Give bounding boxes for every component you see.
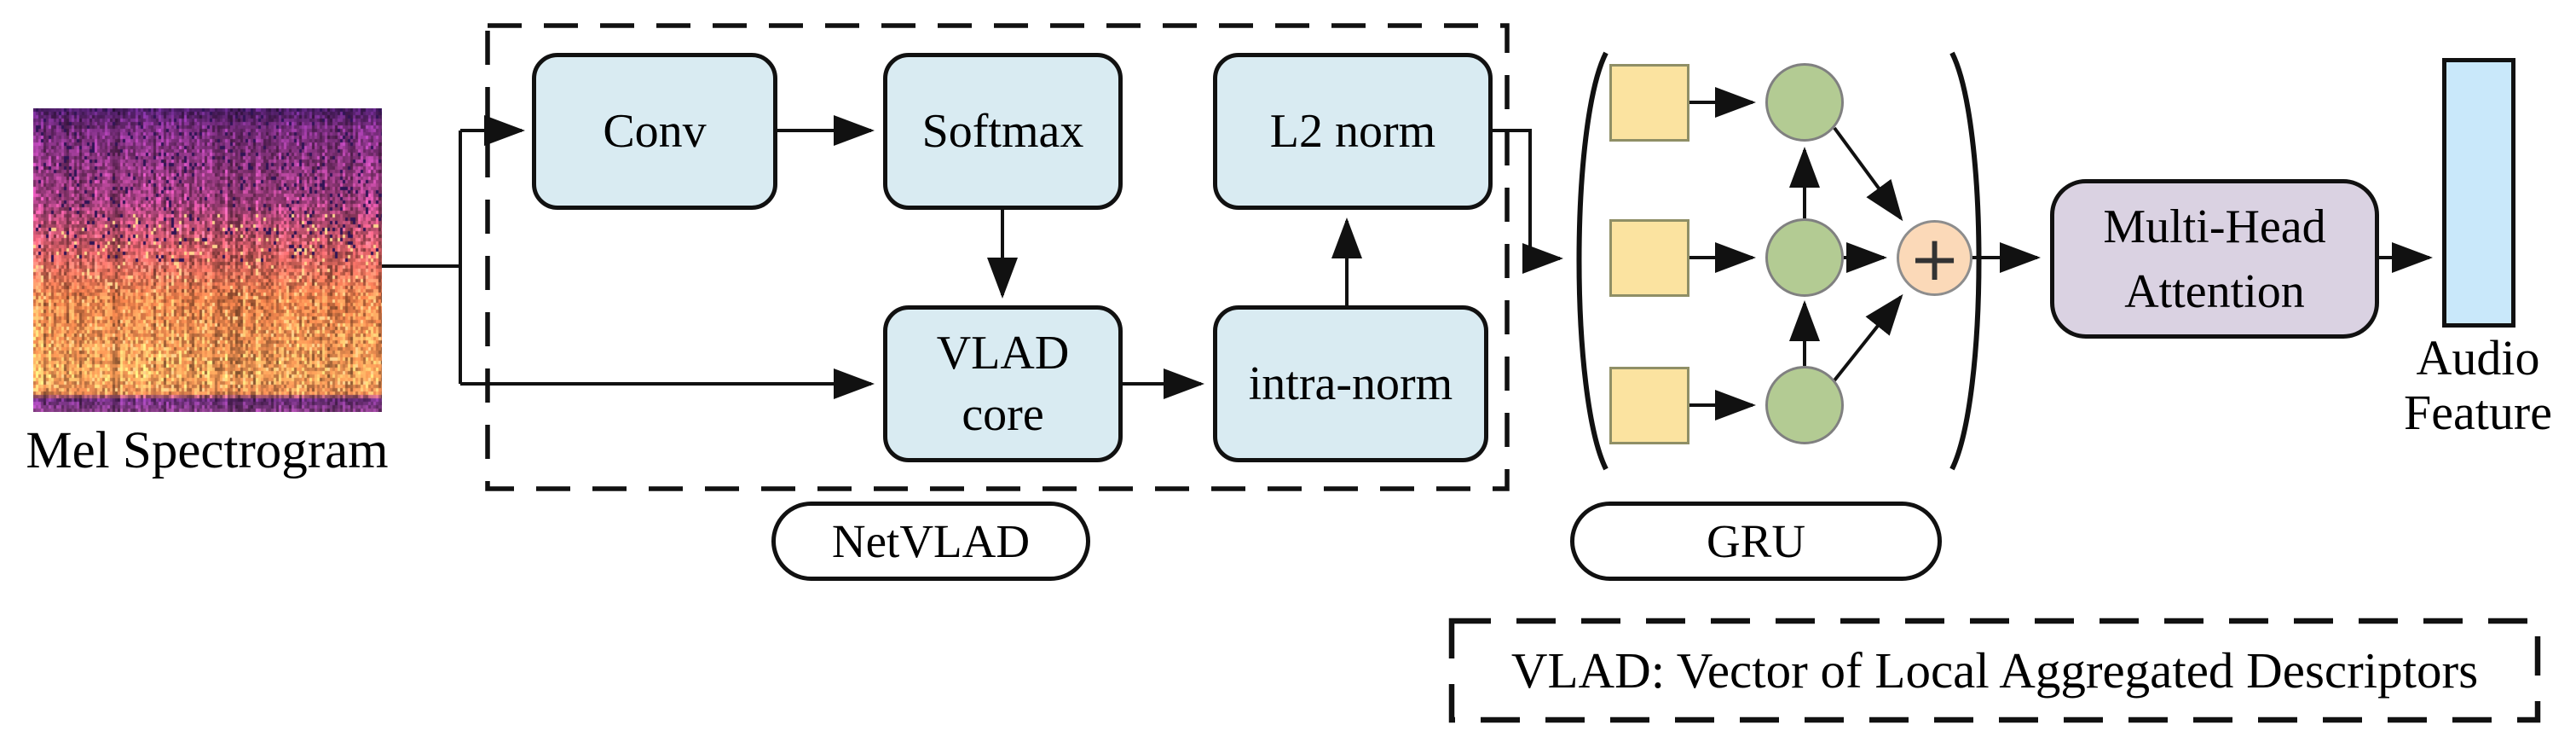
arrow-cell3-to-sum <box>1833 293 1903 382</box>
gru-cell-1 <box>1765 63 1844 142</box>
mel-spectrogram-label: Mel Spectrogram <box>26 422 389 479</box>
l2norm-label: L2 norm <box>1269 105 1436 158</box>
arrow-l2norm-to-gru <box>1493 129 1563 274</box>
netvlad-group-text: NetVLAD <box>831 515 1031 567</box>
sum-node: + <box>1897 220 1972 296</box>
audio-feature-label-line2: Feature <box>2404 385 2552 440</box>
vlad-core-label-line2: core <box>962 388 1044 441</box>
vlad-legend: VLAD: Vector of Local Aggregated Descrip… <box>1452 621 2538 720</box>
attention-label-line2: Attention <box>2124 264 2305 318</box>
gru-cell-3 <box>1765 366 1844 444</box>
conv-block: Conv <box>532 53 777 210</box>
netvlad-group-label: NetVLAD <box>771 502 1090 581</box>
plain-lines <box>382 130 462 384</box>
multi-head-attention-block: Multi-Head Attention <box>2050 179 2379 339</box>
audio-feature-label: Audio Feature <box>2354 331 2576 440</box>
arrow-cell1-to-sum <box>1833 126 1903 222</box>
audio-feature-bar <box>2442 58 2515 328</box>
intra-norm-block: intra-norm <box>1213 305 1488 462</box>
arrow-lines <box>460 87 2433 420</box>
intra-norm-label: intra-norm <box>1248 357 1453 410</box>
netvlad-dashed-box <box>485 23 1510 491</box>
gru-group-text: GRU <box>1706 515 1806 567</box>
gru-parentheses <box>1576 51 1982 471</box>
attention-label-line1: Multi-Head <box>2103 200 2326 253</box>
gru-cell-2 <box>1765 218 1844 297</box>
audio-feature-label-line1: Audio <box>2416 330 2540 386</box>
gru-group-label: GRU <box>1570 502 1942 581</box>
vlad-core-label-line1: VLAD <box>936 327 1070 380</box>
gru-input-square-3 <box>1609 367 1689 444</box>
softmax-block: Softmax <box>883 53 1123 210</box>
left-parenthesis <box>1576 51 1609 471</box>
conv-label: Conv <box>603 105 707 158</box>
vlad-core-block: VLAD core <box>883 305 1123 462</box>
gru-input-square-2 <box>1609 219 1689 297</box>
gru-input-square-1 <box>1609 64 1689 142</box>
right-parenthesis <box>1949 51 1982 471</box>
vlad-legend-text: VLAD: Vector of Local Aggregated Descrip… <box>1510 641 2479 699</box>
sum-symbol: + <box>1909 222 1961 294</box>
softmax-label: Softmax <box>921 105 1084 158</box>
legend-dashed-box <box>1448 618 2541 723</box>
mel-spectrogram-image <box>33 108 382 412</box>
l2norm-block: L2 norm <box>1213 53 1493 210</box>
